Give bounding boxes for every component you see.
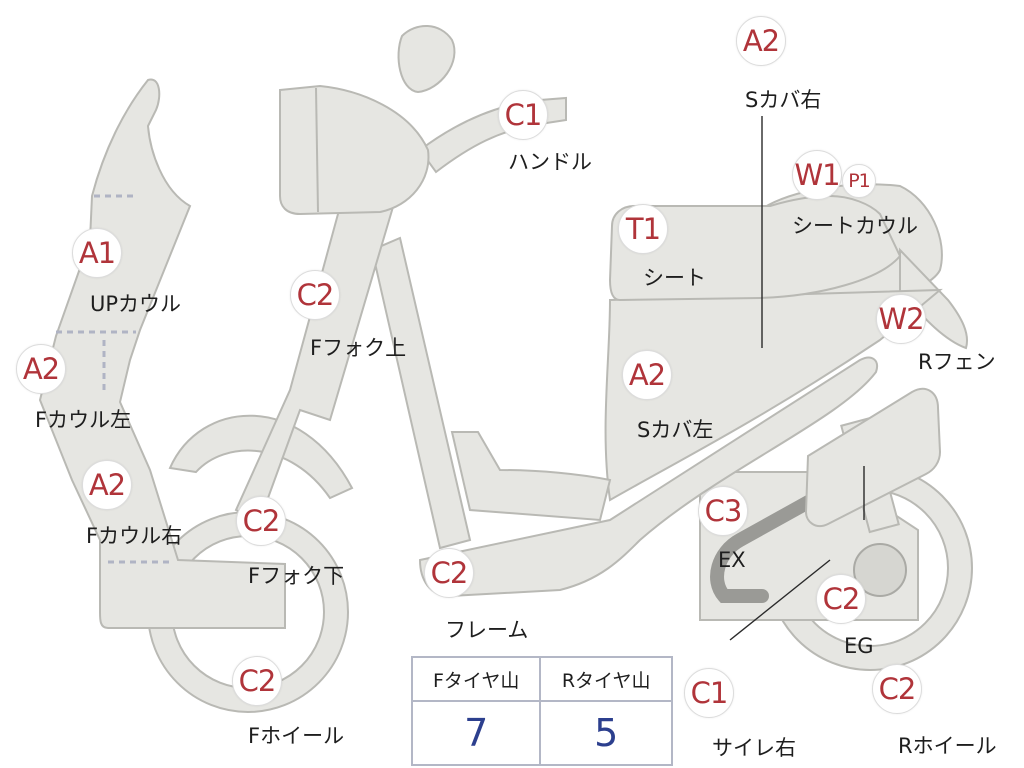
grade-badge-front-wheel: C2 <box>232 656 282 706</box>
label-front-cowl-left: Fカウル左 <box>35 408 132 432</box>
grade-badge-front-cowl-left: A2 <box>16 344 66 394</box>
label-front-wheel: Fホイール <box>248 724 345 748</box>
rear-tire-tread-header: Rタイヤ山 <box>539 656 673 702</box>
label-silencer-right: サイレ右 <box>712 736 796 760</box>
grade-badge-seat: T1 <box>618 204 668 254</box>
label-rear-fender: Rフェン <box>918 350 996 374</box>
grade-badge-rear-wheel: C2 <box>872 664 922 714</box>
label-frame: フレーム <box>445 618 529 642</box>
label-up-cowl: UPカウル <box>90 292 182 316</box>
label-front-fork-upper: Fフォク上 <box>310 336 407 360</box>
label-rear-wheel: Rホイール <box>898 734 997 758</box>
mirror-shape <box>397 24 456 94</box>
grade-badge-front-fork-lower: C2 <box>236 496 286 546</box>
label-engine: EG <box>844 634 874 658</box>
label-side-cover-left: Sカバ左 <box>637 418 714 442</box>
muffler-shape <box>804 387 942 528</box>
label-front-fork-lower: Fフォク下 <box>248 564 345 588</box>
frame-down-tube-shape <box>370 236 472 550</box>
front-fork-shape <box>234 168 400 522</box>
grade-badge-front-fork-upper: C2 <box>290 270 340 320</box>
grade-badge-handle: C1 <box>498 90 548 140</box>
exhaust-pipe-shape <box>710 493 819 603</box>
grade-badge-up-cowl: A1 <box>72 228 122 278</box>
floor-tunnel-shape <box>450 431 612 522</box>
label-seat-cowl: シートカウル <box>792 214 918 238</box>
grade-badge-side-cover-right: A2 <box>736 16 786 66</box>
front-tire-tread-value: 7 <box>410 700 542 766</box>
side-cover-shape <box>604 288 943 502</box>
front-fender-shape <box>168 414 354 500</box>
headlight-shape <box>279 84 430 216</box>
grade-badge-engine: C2 <box>816 574 866 624</box>
label-handle: ハンドル <box>508 150 592 174</box>
label-side-cover-right: Sカバ右 <box>745 88 822 112</box>
grade-badge-side-cover-left: A2 <box>622 350 672 400</box>
tire-tread-table: Fタイヤ山 Rタイヤ山 7 5 <box>410 656 673 766</box>
front-tire-tread-header: Fタイヤ山 <box>410 656 542 702</box>
label-front-cowl-right: Fカウル右 <box>86 524 183 548</box>
grade-badge-front-cowl-right: A2 <box>82 460 132 510</box>
grade-badge-rear-fender: W2 <box>876 294 926 344</box>
label-exhaust: EX <box>718 548 746 572</box>
label-seat: シート <box>643 266 706 290</box>
rear-tire-tread-value: 5 <box>539 700 673 766</box>
grade-badge-exhaust: C3 <box>698 486 748 536</box>
grade-badge-frame: C2 <box>424 548 474 598</box>
grade-badge-seat-cowl-secondary: P1 <box>842 164 876 198</box>
grade-badge-silencer-right: C1 <box>684 668 734 718</box>
grade-badge-seat-cowl: W1 <box>792 150 842 200</box>
